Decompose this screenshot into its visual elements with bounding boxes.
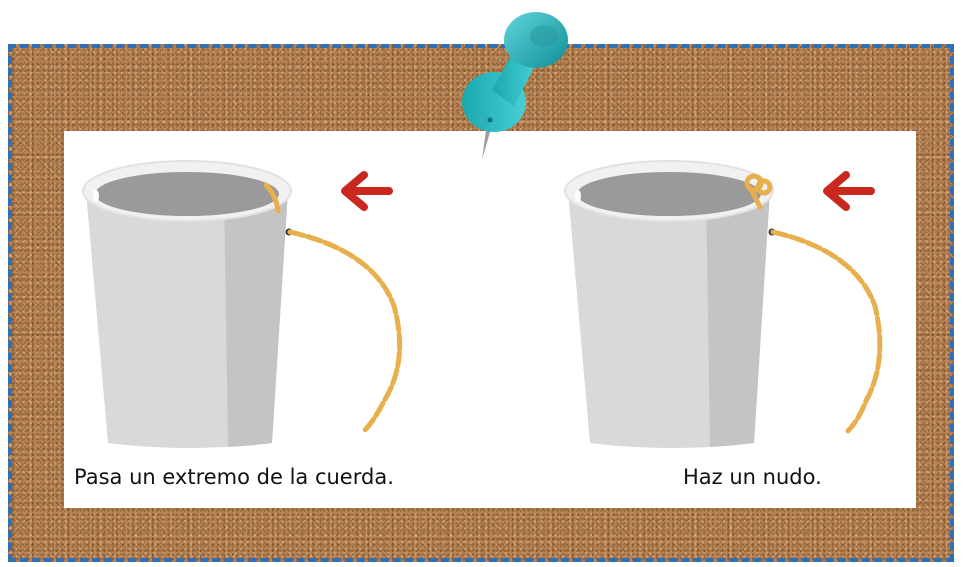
push-pin-icon: [462, 12, 568, 160]
step-panel-2: Haz un nudo.: [490, 131, 916, 508]
knot-icon: [744, 173, 773, 210]
arrow-left-icon: [823, 171, 875, 211]
string-icon: [263, 182, 403, 434]
cup-illustration-1: [82, 160, 403, 448]
step-caption-1: Pasa un extremo de la cuerda.: [74, 465, 394, 489]
string-icon: [770, 229, 883, 434]
step-panel-1: Pasa un extremo de la cuerda.: [64, 131, 490, 508]
cup-icon: [564, 160, 776, 448]
cup-icon: [82, 160, 293, 448]
cup-illustration-2: [564, 160, 883, 448]
instruction-card: Pasa un extremo de la cuerda.: [64, 131, 916, 508]
arrow-left-icon: [341, 171, 393, 211]
step-caption-2: Haz un nudo.: [683, 465, 822, 489]
